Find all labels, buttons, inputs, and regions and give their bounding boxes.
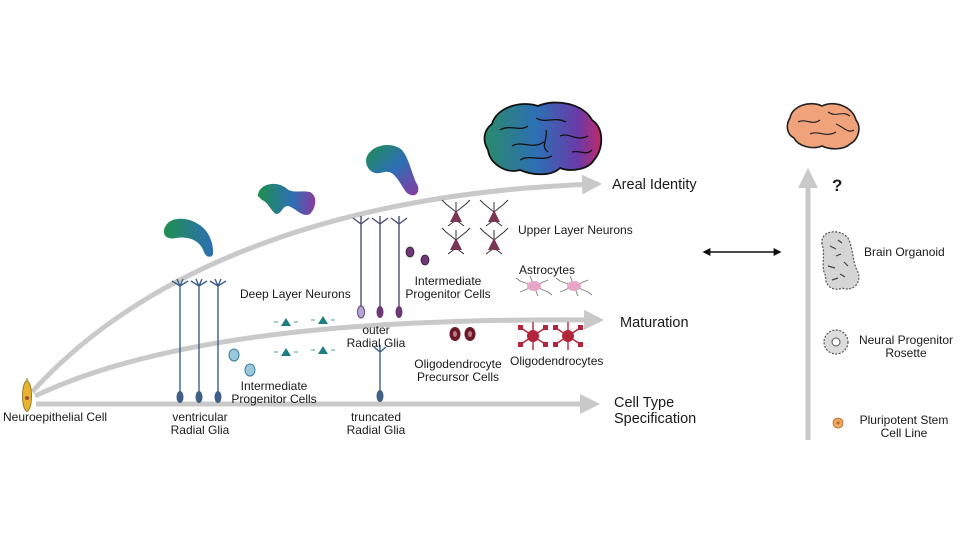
- ventricular-label-line1: ventricular: [172, 410, 228, 424]
- ventricular-label-line2: Radial Glia: [170, 423, 230, 438]
- neural-progenitor-rosette-icon: [823, 329, 849, 355]
- ipc-a-line1: Intermediate: [240, 379, 308, 393]
- outer-rg-line2: Radial Glia: [346, 336, 406, 351]
- outer-rg-line1: outer: [362, 323, 390, 337]
- stem-line1: Pluripotent Stem: [859, 413, 949, 427]
- truncated-line1: truncated: [350, 410, 402, 424]
- ventricular-radial-glia: [171, 278, 227, 403]
- brain-organoid-label: Brain Organoid: [864, 245, 945, 259]
- pluripotent-stem-cell-icon: [832, 417, 844, 429]
- ipc-a-line2: Progenitor Cells: [231, 392, 317, 407]
- neuroepithelial-cell: [22, 378, 32, 412]
- oligodendrocyte-precursor-cells: [449, 327, 476, 341]
- truncated-radial-glia: [373, 345, 387, 402]
- maturation-label: Maturation: [620, 315, 689, 331]
- brain-organoid-icon: [821, 231, 860, 290]
- areal-identity-arrow: [30, 174, 602, 394]
- intermediate-progenitor-cells-b: [405, 246, 430, 266]
- rosette-line1: Neural Progenitor: [858, 333, 954, 347]
- cell-type-specification-label: Cell Type Specification: [614, 395, 696, 427]
- stem-line2: Cell Line: [880, 426, 928, 441]
- astrocytes: [515, 275, 593, 297]
- areal-identity-label: Areal Identity: [612, 177, 697, 193]
- pluripotent-stem-cell-label: Pluripotent Stem Cell Line: [852, 413, 956, 441]
- maturation-arrow: [33, 309, 604, 399]
- cell-type-line1: Cell Type: [614, 395, 675, 411]
- intermediate-progenitor-cells-a-label: Intermediate Progenitor Cells: [224, 379, 324, 407]
- intermediate-progenitor-cells-a: [228, 348, 256, 377]
- truncated-radial-glia-label: truncated Radial Glia: [336, 410, 416, 438]
- opc-label: Oligodendrocyte Precursor Cells: [410, 357, 506, 385]
- organoid-brain-icon: [786, 102, 860, 150]
- deep-layer-neurons: [274, 316, 335, 356]
- ventricular-radial-glia-label: ventricular Radial Glia: [160, 410, 240, 438]
- outer-radial-glia-label: outer Radial Glia: [336, 323, 416, 351]
- oligodendrocytes-label: Oligodendrocytes: [510, 354, 604, 368]
- upper-layer-neurons: [441, 199, 509, 255]
- rosette-line2: Rosette: [885, 346, 927, 361]
- ipc-b-line1: Intermediate: [414, 274, 482, 288]
- brain-section-1: [163, 218, 214, 257]
- brain-section-3: [366, 145, 419, 196]
- ipc-b-line2: Progenitor Cells: [405, 287, 491, 302]
- oligodendrocytes: [518, 322, 583, 350]
- deep-layer-neurons-label: Deep Layer Neurons: [240, 287, 351, 301]
- brain-section-2: [258, 183, 316, 215]
- cell-type-line2: Specification: [614, 411, 697, 428]
- opc-line1: Oligodendrocyte: [414, 357, 502, 371]
- neural-progenitor-rosette-label: Neural Progenitor Rosette: [852, 333, 960, 361]
- truncated-line2: Radial Glia: [346, 423, 406, 438]
- question-mark: ?: [832, 176, 843, 195]
- intermediate-progenitor-cells-b-label: Intermediate Progenitor Cells: [398, 274, 498, 302]
- outer-radial-glia: [352, 216, 408, 319]
- areal-brain: [483, 101, 603, 176]
- upper-layer-neurons-label: Upper Layer Neurons: [518, 223, 633, 237]
- neuroepithelial-cell-label: Neuroepithelial Cell: [3, 410, 108, 424]
- astrocytes-label: Astrocytes: [519, 263, 576, 277]
- opc-line2: Precursor Cells: [416, 370, 500, 385]
